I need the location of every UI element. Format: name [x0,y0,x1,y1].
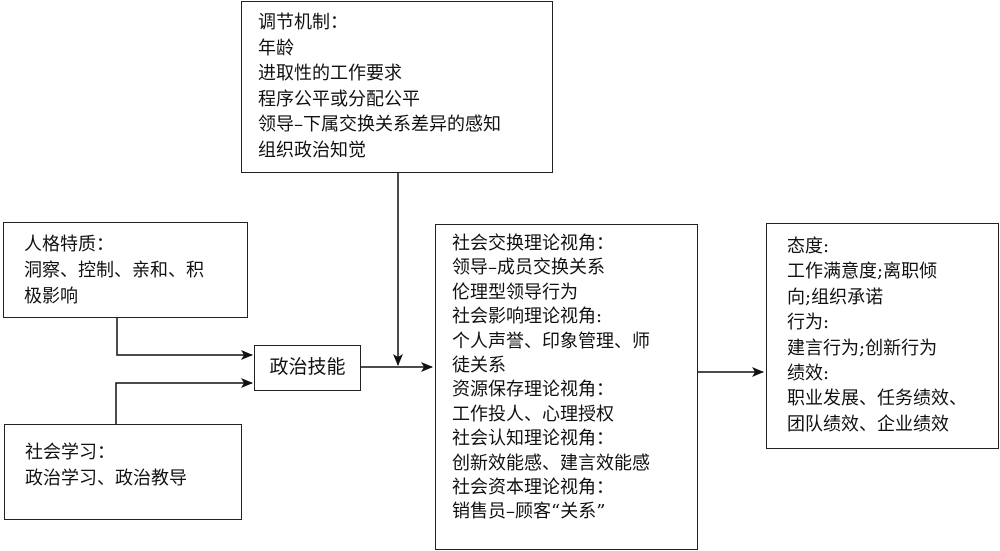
moderator-item: 组织政治知觉 [258,139,366,161]
perspective-heading: 社会影响理论视角: [452,306,603,328]
moderator-item: 程序公平或分配公平 [258,88,420,110]
perspective-text: 工作投人、心理授权 [452,403,614,425]
perspective-text: 领导–成员交换关系 [452,257,605,279]
theoretical-perspectives-box: 社会交换理论视角： 领导–成员交换关系 伦理型领导行为 社会影响理论视角: 个人… [435,224,698,550]
social-learning-box: 社会学习： 政治学习、政治教导 [4,424,242,520]
outcomes-box: 态度: 工作满意度;离职倾 向;组织承诺 行为: 建言行为;创新行为 绩效: 职… [766,223,999,449]
outcome-heading: 态度: [787,236,830,257]
perspective-heading: 社会认知理论视角： [452,428,614,450]
political-skill-box: 政治技能 [254,345,361,391]
perspective-text: 个人声誉、印象管理、师 [452,330,650,352]
personality-title: 人格特质： [24,234,114,255]
outcome-text: 工作满意度;离职倾 [787,261,938,283]
outcome-text: 职业发展、任务绩效、 [787,388,967,410]
political-skill-label: 政治技能 [269,356,346,379]
social-learning-text: 政治学习、政治教导 [25,468,187,489]
outcome-text: 向;组织承诺 [787,286,884,308]
personality-text: 极影响 [24,286,78,307]
personality-box: 人格特质： 洞察、控制、亲和、积 极影响 [3,222,248,318]
perspective-text: 伦理型领导行为 [452,281,578,303]
social-learning-title: 社会学习： [25,442,115,463]
outcome-heading: 绩效: [787,363,830,385]
perspective-text: 销售员–顾客“关系” [452,501,606,523]
personality-text: 洞察、控制、亲和、积 [24,260,204,281]
outcome-heading: 行为: [787,312,830,334]
outcome-text: 团队绩效、企业绩效 [787,413,949,435]
perspective-text: 徒关系 [452,355,506,377]
moderator-item: 领导–下属交换关系差异的感知 [258,114,501,135]
moderators-title: 调节机制： [258,12,348,33]
edge-personality-to-political-skill [116,318,253,360]
perspective-text: 创新效能感、建言效能感 [452,452,650,474]
outcome-text: 建言行为;创新行为 [787,337,938,359]
moderator-item: 进取性的工作要求 [258,63,402,84]
perspective-heading: 社会资本理论视角： [452,477,614,499]
perspective-heading: 社会交换理论视角： [452,233,614,254]
moderator-item: 年龄 [258,37,294,59]
perspective-heading: 资源保存理论视角： [452,379,614,401]
edge-social-learning-to-political-skill [115,378,253,424]
moderators-box: 调节机制： 年龄 进取性的工作要求 程序公平或分配公平 领导–下属交换关系差异的… [241,1,553,173]
